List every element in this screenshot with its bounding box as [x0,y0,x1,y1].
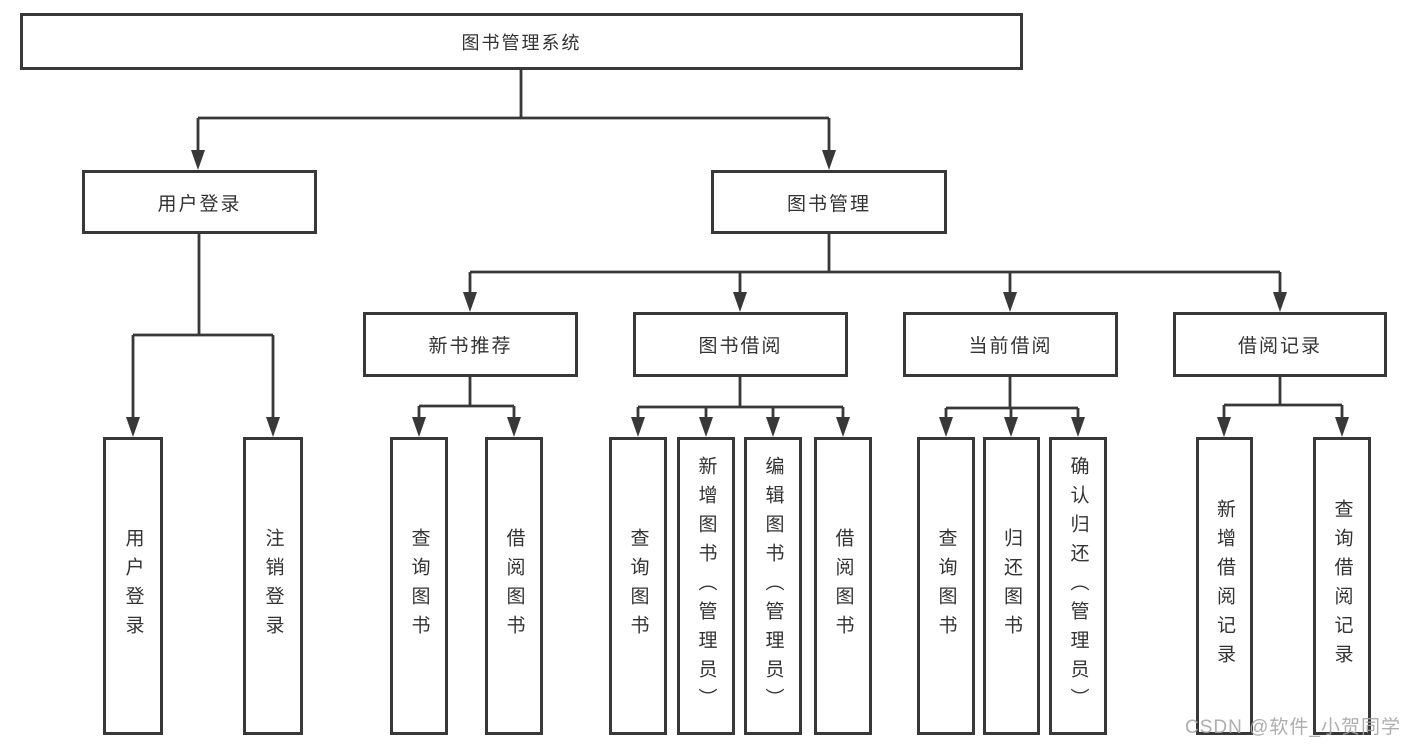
leaf-label: 借阅图书 [832,528,854,644]
arrowhead [766,417,780,437]
arrowhead [939,417,953,437]
leaf-query-borrow-record: 查询借阅记录 [1313,437,1371,735]
leaf-add-borrow-record: 新增借阅记录 [1196,437,1253,735]
leaf-label: 用户登录 [122,528,144,644]
arrowhead [412,417,426,437]
arrowhead [266,417,280,437]
arrowhead [822,150,836,170]
leaf-query-books-borrow: 查询图书 [609,437,667,735]
arrowhead [699,417,713,437]
leaf-query-books-current: 查询图书 [917,437,975,735]
connector-bookmgmt-l3 [468,234,1282,294]
leaf-confirm-return-admin: 确认归还（管理员） [1049,437,1107,735]
leaf-label: 归还图书 [1001,528,1022,644]
connector-root-l2 [196,70,831,152]
arrowhead [1003,292,1017,312]
node-book-borrow: 图书借阅 [633,312,848,377]
connector-records-leaves [1222,377,1344,419]
node-current-borrow: 当前借阅 [903,312,1118,377]
arrowhead [733,292,747,312]
leaf-add-book-admin: 新增图书（管理员） [677,437,735,735]
node-root: 图书管理系统 [20,13,1023,70]
leaf-borrow-books: 借阅图书 [814,437,872,735]
leaf-user-login: 用户登录 [103,437,163,735]
leaf-query-books-recommend: 查询图书 [390,437,448,735]
connector-current-leaves [944,377,1080,419]
connector-newbook-leaves [417,377,516,419]
leaf-label: 查询图书 [408,528,430,644]
arrowhead [507,417,521,437]
arrowhead [1217,417,1231,437]
arrowhead [463,292,477,312]
leaf-label: 注销登录 [262,528,284,644]
arrowhead [1071,417,1085,437]
node-user-login: 用户登录 [82,170,317,234]
arrowhead [1004,417,1018,437]
leaf-borrow-books-recommend: 借阅图书 [485,437,543,735]
arrowhead [1273,292,1287,312]
arrowhead [836,417,850,437]
leaf-return-book: 归还图书 [983,437,1040,735]
leaf-label: 查询图书 [627,528,649,644]
leaf-label: 新增借阅记录 [1214,499,1235,673]
node-book-management: 图书管理 [711,170,947,234]
connector-userlogin-leaves [131,234,275,419]
arrowhead [631,417,645,437]
leaf-label: 新增图书（管理员） [695,455,717,717]
arrowhead [191,150,205,170]
arrowhead [126,417,140,437]
leaf-label: 查询借阅记录 [1331,499,1353,673]
arrowhead [1335,417,1349,437]
connector-borrow-leaves [636,377,845,419]
leaf-label: 确认归还（管理员） [1067,455,1089,717]
leaf-logout: 注销登录 [243,437,303,735]
leaf-edit-book-admin: 编辑图书（管理员） [744,437,802,735]
leaf-label: 查询图书 [935,528,957,644]
leaf-label: 借阅图书 [503,528,525,644]
node-new-book-recommend: 新书推荐 [363,312,578,377]
node-borrow-records: 借阅记录 [1173,312,1387,377]
leaf-label: 编辑图书（管理员） [762,455,784,717]
